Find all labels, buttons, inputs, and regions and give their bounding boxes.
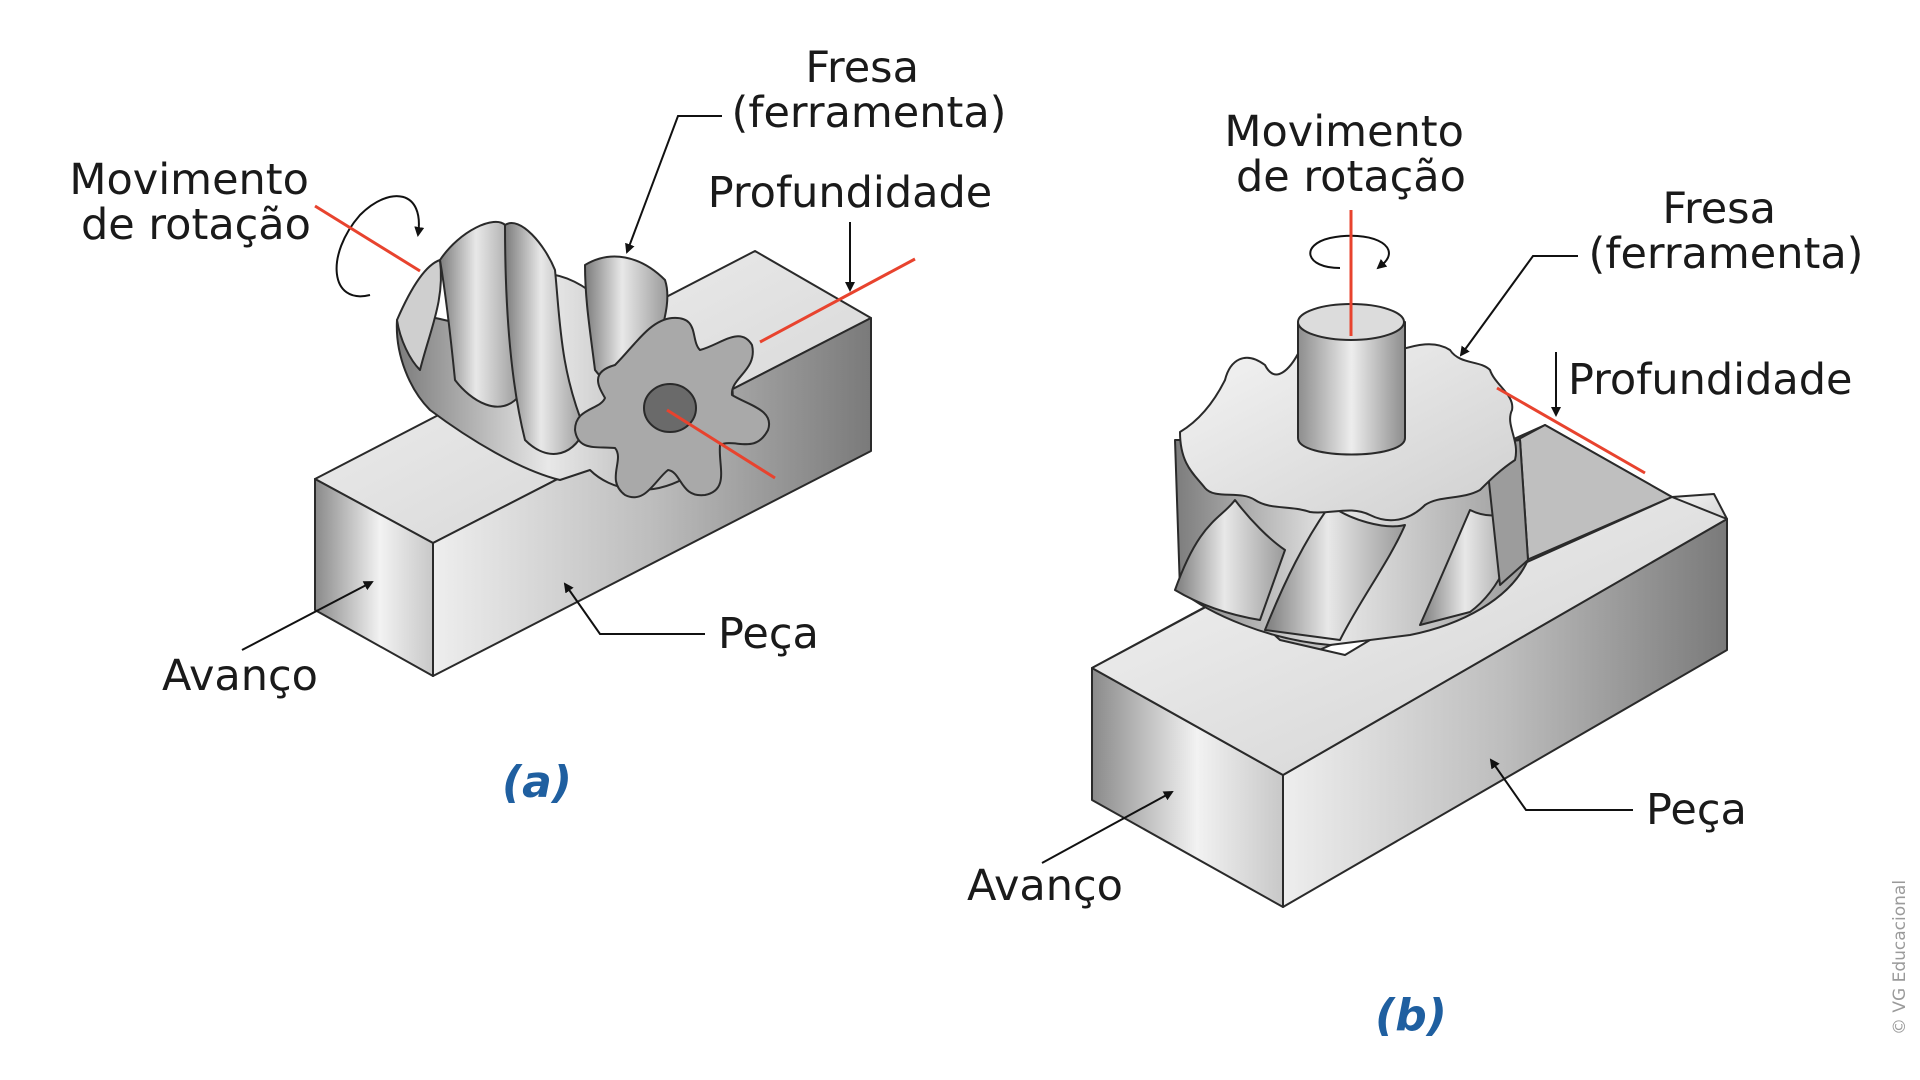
cutter-shank [1297, 321, 1406, 456]
end-mill-cutter [1174, 303, 1529, 646]
tool-label-a: Fresa (ferramenta) [732, 43, 1007, 138]
workpiece-label-b: Peça [1646, 785, 1747, 835]
tool-label-b-line2: (ferramenta) [1589, 229, 1864, 279]
feed-label-b: Avanço [967, 861, 1123, 911]
tool-label-b-line1: Fresa [1662, 184, 1776, 234]
depth-line-a [759, 257, 916, 344]
rotation-arrow-a [335, 195, 425, 298]
helical-cutter [395, 220, 771, 499]
depth-label-a: Profundidade [708, 168, 993, 218]
credit-text: © VG Educacional [1890, 880, 1910, 1035]
tool-leader-b [1459, 255, 1578, 357]
caption-a: (a) [502, 757, 572, 808]
cutter-axis-line-a [666, 408, 776, 480]
workpiece-label-a: Peça [718, 609, 819, 659]
workpiece-leader-b [1489, 758, 1633, 811]
rotation-label-a-line2: de rotação [81, 200, 311, 250]
tool-leader-a [625, 115, 722, 254]
tool-label-a-line2: (ferramenta) [732, 88, 1007, 138]
rotation-arrow-b [1309, 234, 1390, 270]
depth-line-b [1496, 386, 1646, 475]
rotation-label-a: Movimento de rotação [69, 155, 322, 250]
rotation-label-b-line2: de rotação [1236, 152, 1466, 202]
workpiece-leader-a [563, 582, 705, 635]
rotation-label-a-line1: Movimento [69, 155, 309, 205]
depth-label-b: Profundidade [1568, 355, 1853, 405]
rotation-label-b-line1: Movimento [1224, 107, 1464, 157]
tool-label-b: Fresa (ferramenta) [1589, 184, 1864, 279]
rotation-axis-line-a [314, 204, 421, 273]
diagram-b: Movimento de rotação Fresa (ferramenta) … [967, 107, 1863, 1041]
tool-label-a-line1: Fresa [805, 43, 919, 93]
diagram-a: Movimento de rotação Fresa (ferramenta) … [69, 43, 1006, 808]
caption-b: (b) [1375, 990, 1447, 1041]
feed-label-a: Avanço [162, 651, 318, 701]
feed-leader-a [241, 581, 374, 651]
feed-leader-b [1041, 791, 1174, 864]
rotation-label-b: Movimento de rotação [1224, 107, 1477, 202]
